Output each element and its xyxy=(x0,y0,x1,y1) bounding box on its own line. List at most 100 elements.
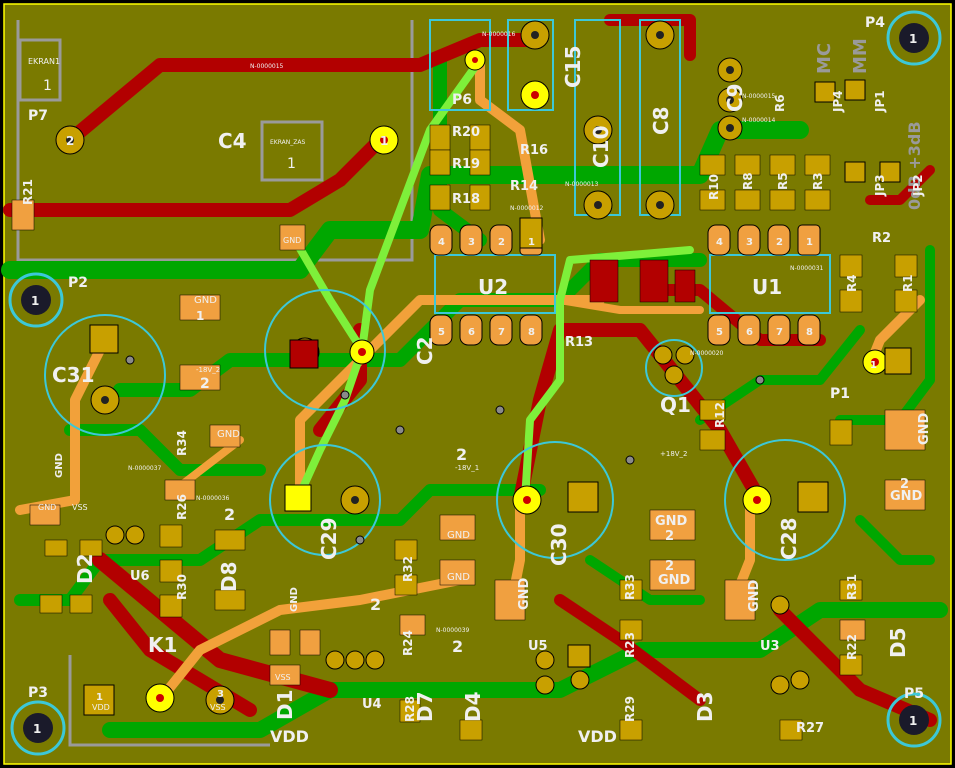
pin-p7-2: 2 xyxy=(66,134,74,148)
pin-hole-br: 1 xyxy=(909,714,917,728)
mounting-hole-left[interactable] xyxy=(8,272,64,328)
square-pads xyxy=(83,79,912,716)
net-gnd-2: GND xyxy=(217,429,240,440)
refdes-c29: C29 xyxy=(317,517,341,560)
ic-u2[interactable] xyxy=(434,254,556,314)
refdes-r34: R34 xyxy=(175,430,189,456)
refdes-r22: R22 xyxy=(845,634,859,660)
refdes-c4: C4 xyxy=(218,129,247,153)
net-gnd-9: GND xyxy=(38,503,56,512)
mounting-hole-bottom-left[interactable] xyxy=(10,700,66,756)
pin-n39-2: 2 xyxy=(452,637,463,656)
mounting-hole-top-right[interactable] xyxy=(886,10,942,66)
net-gnd-3: GND xyxy=(655,514,688,529)
refdes-c2: C2 xyxy=(413,336,437,365)
refdes-r33: R33 xyxy=(623,574,637,600)
net-gnd-5: GND xyxy=(890,489,923,504)
refdes-d2: D2 xyxy=(73,553,97,584)
refdes-p3: P3 xyxy=(28,685,48,701)
pin-m18v1: 2 xyxy=(456,445,467,464)
net-gnd-rot-3: GND xyxy=(289,587,300,612)
refdes-p6: P6 xyxy=(452,92,472,108)
refdes-jp3: JP3 xyxy=(873,174,887,197)
refdes-p4: P4 xyxy=(865,15,885,31)
pin-k1-1: 1 xyxy=(96,692,103,703)
refdes-r26: R26 xyxy=(175,494,189,520)
net-m18v1: -18V_1 xyxy=(455,464,479,472)
pin-u2-6: 6 xyxy=(468,327,475,338)
mounting-hole-bottom-right[interactable] xyxy=(886,692,942,748)
refdes-r19: R19 xyxy=(452,157,480,172)
refdes-r5: R5 xyxy=(776,172,790,190)
net-vss-2: VSS xyxy=(275,673,291,682)
pin-d8-2: 2 xyxy=(224,505,235,524)
net-n39: N-0000039 xyxy=(436,627,470,634)
pad-numbers: 1 1 1 1 2 1 4 3 2 1 5 6 7 8 4 3 2 1 5 6 … xyxy=(31,32,917,736)
refdes-d8: D8 xyxy=(217,561,241,592)
ic-u1[interactable] xyxy=(709,254,831,314)
refdes-u3: U3 xyxy=(760,639,780,654)
pin-c31-1: 1 xyxy=(196,309,204,323)
refdes-k1: K1 xyxy=(148,633,177,657)
refdes-r12: R12 xyxy=(713,402,727,428)
pin-u2-5: 5 xyxy=(438,327,445,338)
pin-u1-6: 6 xyxy=(746,327,753,338)
gold-pads xyxy=(39,124,918,741)
refdes-r20: R20 xyxy=(452,125,480,140)
pin-c4-1: 1 xyxy=(380,134,388,148)
refdes-jp2: JP2 xyxy=(911,174,925,197)
net-vdd-bottom-left: VDD xyxy=(270,727,309,746)
label-db-setting: 0dB +3dB xyxy=(905,121,924,210)
refdes-c9: C9 xyxy=(723,83,747,112)
refdes-r2: R2 xyxy=(872,231,891,246)
refdes-r23: R23 xyxy=(623,632,637,658)
pin-p1: 1 xyxy=(870,360,877,371)
pin-u2-7: 7 xyxy=(498,327,505,338)
pin-u1-5: 5 xyxy=(716,327,723,338)
refdes-u5: U5 xyxy=(528,639,548,654)
refdes-c10: C10 xyxy=(589,125,613,168)
net-n36: N-0000036 xyxy=(196,495,230,502)
net-n31: N-0000031 xyxy=(790,265,824,272)
pin-u2-8: 8 xyxy=(528,327,535,338)
net-n12: N-0000012 xyxy=(510,205,544,212)
refdes-c30: C30 xyxy=(547,523,571,566)
pin-u2-4: 4 xyxy=(438,237,445,248)
label-mm: MM xyxy=(850,38,871,74)
refdes-d4: D4 xyxy=(461,691,485,722)
net-n13: N-0000013 xyxy=(565,181,599,188)
net-n37: N-0000037 xyxy=(128,465,162,472)
pin-u1-8: 8 xyxy=(806,327,813,338)
net-n15-top: N-0000015 xyxy=(250,63,284,70)
pin-u1-4: 4 xyxy=(716,237,723,248)
pin-c31-2: 2 xyxy=(200,376,210,392)
refdes-d7: D7 xyxy=(413,691,437,722)
net-n15-right: N-0000015 xyxy=(742,93,776,100)
pin-k1-3: 3 xyxy=(217,689,224,700)
silkscreen-labels: P4 P7 P2 P6 P1 P3 P5 C4 C31 U2 U1 Q1 K1 … xyxy=(28,15,924,746)
pin-u2-2: 2 xyxy=(498,237,505,248)
pin-gnd-2b: 2 xyxy=(665,559,674,574)
net-gnd-7: GND xyxy=(447,572,470,583)
refdes-r1: R1 xyxy=(901,274,915,292)
label-mc: MC xyxy=(814,43,835,74)
refdes-c8: C8 xyxy=(649,106,673,135)
refdes-r31: R31 xyxy=(845,574,859,600)
refdes-u6: U6 xyxy=(130,569,150,584)
refdes-u1: U1 xyxy=(752,275,782,299)
refdes-p1: P1 xyxy=(830,386,850,402)
refdes-r29: R29 xyxy=(623,696,637,722)
net-p18v2: +18V_2 xyxy=(660,450,688,458)
pin-gnd-2: 2 xyxy=(665,529,674,544)
pin-r32-2: 2 xyxy=(370,595,381,614)
refdes-r10: R10 xyxy=(707,174,721,200)
refdes-r30: R30 xyxy=(175,574,189,600)
pin-gnd-2c: 2 xyxy=(900,477,909,492)
label-ekran-zas-pin: 1 xyxy=(287,156,296,172)
net-vdd-bottom-right: VDD xyxy=(578,727,617,746)
pin-hole-bl: 1 xyxy=(33,722,41,736)
net-gnd-1: GND xyxy=(194,295,217,306)
refdes-r3: R3 xyxy=(811,172,825,190)
refdes-r27: R27 xyxy=(796,721,824,736)
